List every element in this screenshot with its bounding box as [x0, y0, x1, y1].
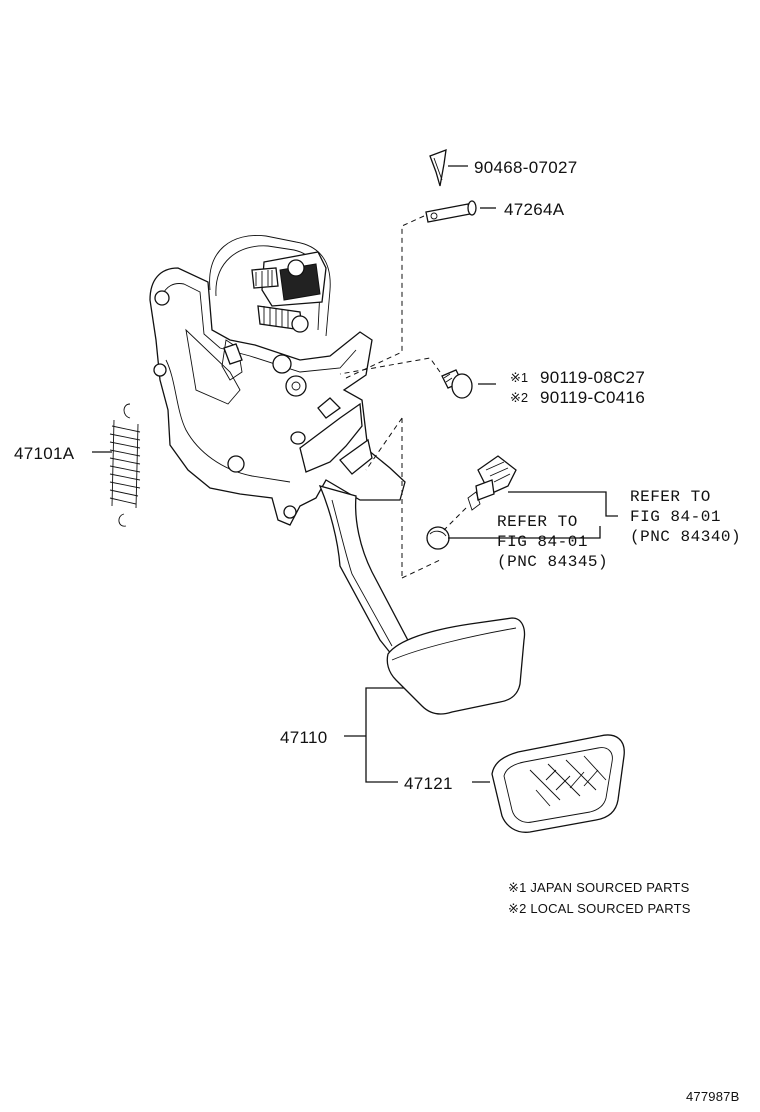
bolt-part [441, 369, 473, 399]
part-number-pad[interactable]: 47121 [404, 774, 453, 793]
local-mark-2: ※2 [510, 390, 528, 405]
stopper-ref-line-2[interactable]: FIG 84-01 [497, 533, 588, 551]
assembly-lines [339, 215, 467, 579]
stopper-ref-line-1: REFER TO [497, 513, 578, 531]
part-number-pin[interactable]: 47264A [504, 200, 565, 219]
switch-ref-line-3: (PNC 84340) [630, 528, 741, 546]
brake-pedal-lever [318, 485, 526, 715]
stopper-part [426, 526, 450, 550]
pedal-pad-part [491, 734, 625, 833]
pin-part [425, 200, 477, 223]
switch-ref-line-2[interactable]: FIG 84-01 [630, 508, 721, 526]
part-number-bolt-japan[interactable]: 90119-08C27 [540, 368, 645, 387]
leader-lines [92, 165, 618, 783]
pedal-bracket [149, 267, 406, 526]
part-number-pedal[interactable]: 47110 [280, 728, 328, 747]
note-local-sourced: ※2 LOCAL SOURCED PARTS [508, 901, 691, 916]
part-number-spring[interactable]: 47101A [14, 444, 75, 463]
figure-id: 477987B [686, 1089, 739, 1104]
japan-mark-1: ※1 [510, 370, 528, 385]
stroke-sensor [209, 235, 331, 397]
clip-part [429, 149, 447, 187]
return-spring [109, 403, 141, 527]
stopper-ref-line-3: (PNC 84345) [497, 553, 608, 571]
part-number-clip[interactable]: 90468-07027 [474, 158, 578, 177]
note-japan-sourced: ※1 JAPAN SOURCED PARTS [508, 880, 690, 895]
switch-ref-line-1: REFER TO [630, 488, 711, 506]
part-number-bolt-local[interactable]: 90119-C0416 [540, 388, 645, 407]
stop-lamp-switch [467, 455, 517, 511]
